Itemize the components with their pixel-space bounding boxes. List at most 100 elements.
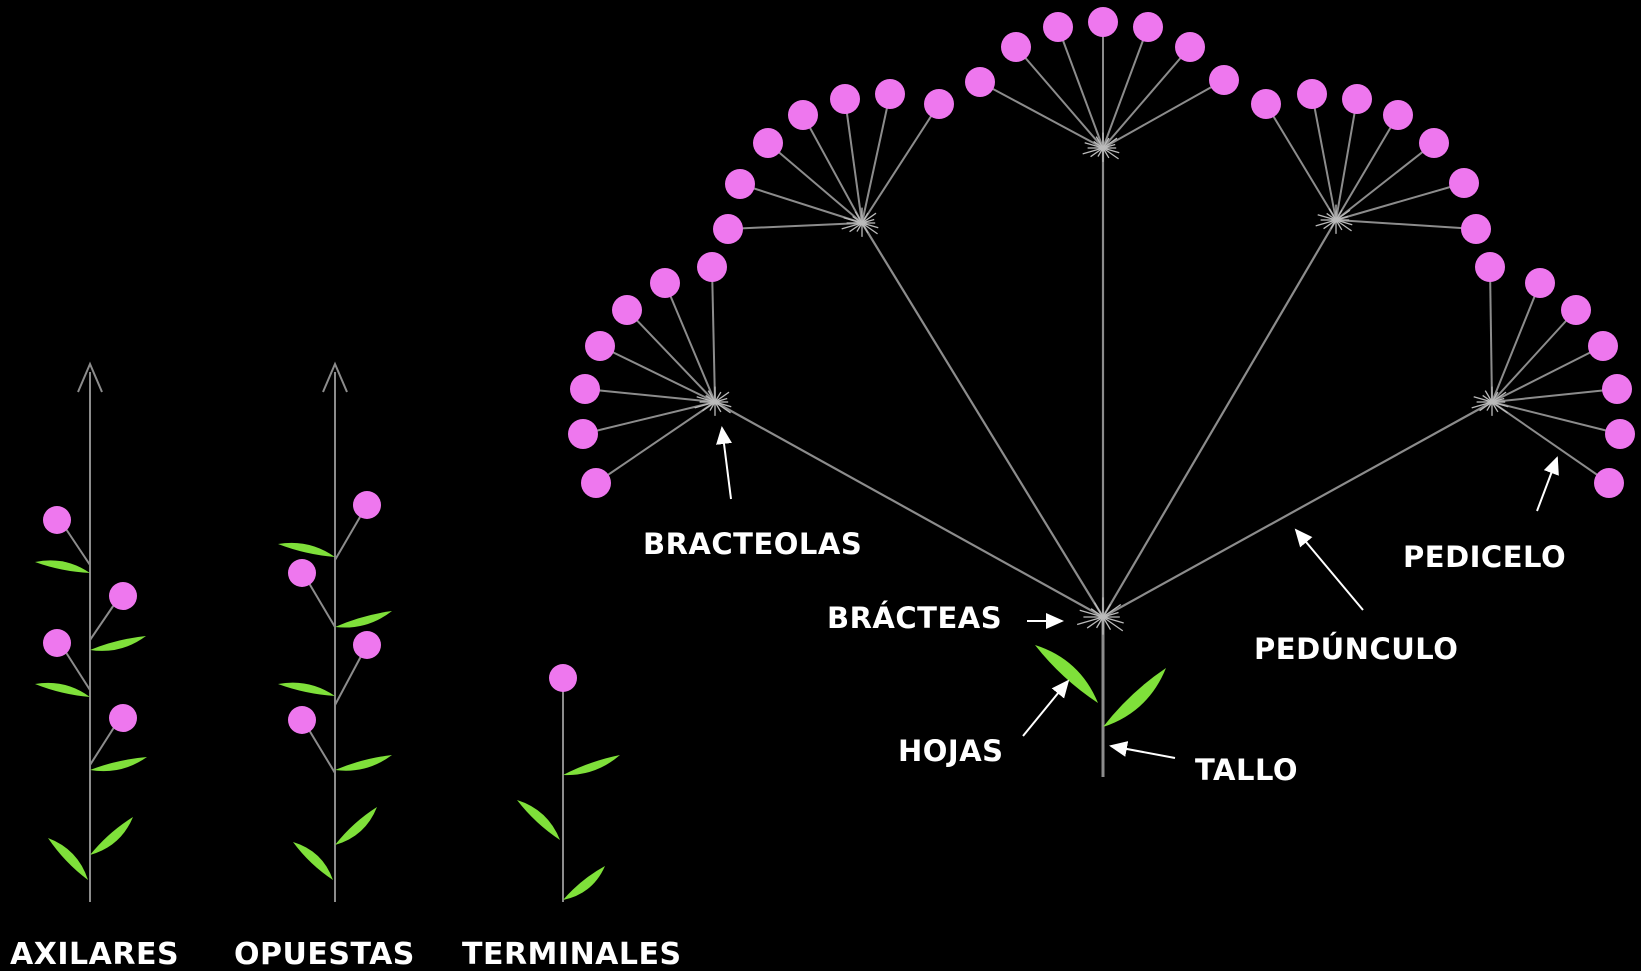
flower-icon (612, 295, 642, 325)
bract-line (1084, 142, 1104, 149)
flower-icon (288, 559, 316, 587)
flower-icon (109, 704, 137, 732)
pedicel-line (1102, 79, 1225, 149)
pedicel-line (584, 388, 716, 403)
flower-icon (1342, 84, 1372, 114)
flower-icon (1475, 252, 1505, 282)
flower-icon (549, 664, 577, 692)
bract-line (1315, 219, 1337, 227)
pedicel-line (1335, 219, 1477, 230)
pedicel-line (595, 401, 716, 484)
pedicel-line (1311, 93, 1337, 221)
label-opuestas: OPUESTAS (234, 937, 415, 971)
bract-line (1317, 214, 1337, 221)
bract-line (1471, 401, 1493, 409)
bract-line (714, 401, 722, 413)
label-terminales: TERMINALES (462, 937, 682, 971)
bract-line (1335, 219, 1353, 226)
leaf-icon (1103, 668, 1166, 727)
bract-line (841, 222, 863, 230)
umbellet (1102, 79, 1491, 618)
leaf-icon (278, 682, 335, 696)
bract-line (1102, 137, 1110, 149)
label-arrow (1022, 679, 1070, 737)
flower-icon (1088, 7, 1118, 37)
bract-line (1335, 209, 1351, 221)
flower-icon (788, 100, 818, 130)
left-plant-examples (35, 361, 620, 902)
bract-line (1491, 401, 1509, 408)
flower-icon (585, 331, 615, 361)
leaf-icon (1035, 645, 1098, 703)
label-bracteolas: BRACTEOLAS (643, 527, 862, 561)
flower-icon (1209, 65, 1239, 95)
pedicel-line (1335, 182, 1465, 221)
bract-line (714, 401, 732, 408)
bract-line (1335, 209, 1343, 221)
label-arrows (716, 426, 1559, 759)
flower-icon (713, 214, 743, 244)
flower-icon (581, 468, 611, 498)
peduncle-line (1102, 401, 1493, 618)
pedicel-line (861, 93, 891, 224)
bract-line (714, 397, 728, 403)
bract-line (1086, 616, 1104, 629)
pedicel-line (664, 282, 716, 403)
bract-line (1095, 136, 1104, 149)
flower-icon (568, 419, 598, 449)
bract-line (861, 222, 879, 229)
bract-line (705, 394, 716, 403)
bract-line (1090, 147, 1104, 158)
pedicel-line (727, 222, 863, 230)
bract-line (1102, 616, 1112, 631)
plant-terminales (517, 664, 620, 902)
pedicel-line (1335, 98, 1358, 221)
flower-icon (697, 252, 727, 282)
flower-icon (1133, 12, 1163, 42)
bract-line (1102, 603, 1112, 618)
flower-icon (830, 84, 860, 114)
pedicel-line (767, 142, 863, 224)
bract-line (1479, 401, 1493, 412)
flower-icon (1251, 89, 1281, 119)
bract-line (707, 390, 716, 403)
bract-line (694, 401, 716, 409)
plant-axilares (35, 361, 147, 902)
bract-line (1102, 147, 1119, 160)
label-bracteas: BRÁCTEAS (827, 601, 1002, 635)
label-arrow (716, 426, 732, 500)
bract-line (1328, 208, 1337, 221)
flower-icon (1449, 168, 1479, 198)
pedicel-line (1491, 388, 1618, 403)
flower-icon (1419, 128, 1449, 158)
arrow-up-icon (77, 361, 103, 393)
leaf-icon (90, 817, 133, 855)
bract-line (1491, 391, 1499, 403)
bract-line (861, 212, 869, 224)
pedicel-line (861, 103, 940, 224)
label-axilares: AXILARES (10, 937, 179, 971)
label-arrow (1109, 741, 1176, 759)
umbellet (713, 79, 1104, 618)
pedicel-line (1265, 103, 1337, 221)
bract-line (854, 211, 863, 224)
bract-line (714, 391, 730, 403)
bract-icon (1471, 386, 1509, 416)
pedicel-line (1057, 26, 1104, 149)
bract-line (1484, 390, 1493, 403)
bract-line (1102, 603, 1122, 618)
pedicel-line (802, 114, 863, 224)
leaf-icon (278, 542, 335, 557)
flower-icon (1461, 214, 1491, 244)
bract-icon (1076, 597, 1124, 635)
pedicel-line (711, 266, 716, 403)
bract-line (856, 222, 863, 232)
flower-icon (1605, 419, 1635, 449)
flower-icon (288, 706, 316, 734)
flower-icon (43, 629, 71, 657)
leaf-icon (35, 560, 90, 573)
bract-line (1079, 609, 1104, 618)
pedicel-line (979, 81, 1104, 149)
bract-icon (1315, 204, 1353, 234)
label-tallo: TALLO (1195, 753, 1298, 787)
